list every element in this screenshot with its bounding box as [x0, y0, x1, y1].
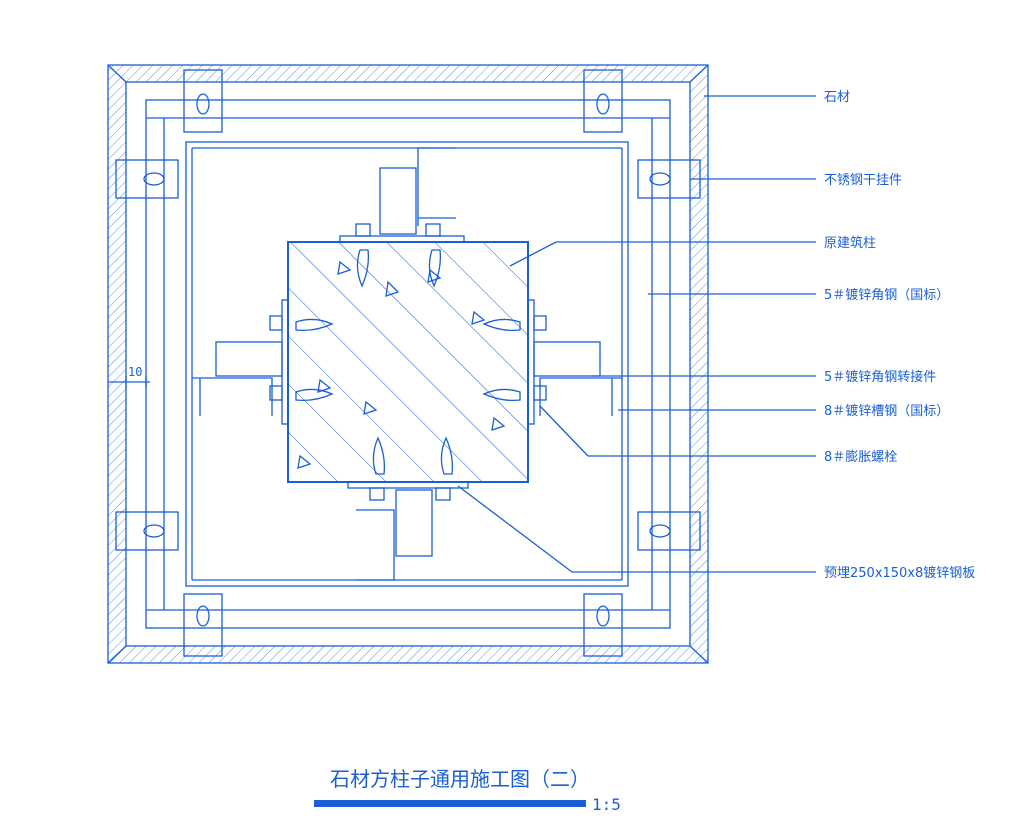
- stone-cladding: [107, 64, 709, 664]
- label-angle-connector: 5＃镀锌角钢转接件: [824, 369, 936, 385]
- channel-steel-connectors: [192, 147, 622, 581]
- label-stone: 石材: [824, 90, 850, 105]
- label-original-column: 原建筑柱: [824, 235, 876, 251]
- label-angle-steel: 5＃镀锌角钢（国标）: [824, 287, 949, 303]
- concrete-column: [287, 241, 529, 483]
- title-block: 石材方柱子通用施工图（二） 1:5: [314, 767, 621, 814]
- callout-labels: 石材 不锈钢干挂件 原建筑柱 5＃镀锌角钢（国标） 5＃镀锌角钢转接件 8＃镀锌…: [824, 90, 975, 581]
- label-expansion-bolt: 8＃膨胀螺栓: [824, 450, 897, 465]
- label-stainless-hanger: 不锈钢干挂件: [824, 173, 902, 188]
- drawing-title: 石材方柱子通用施工图（二）: [330, 767, 590, 791]
- label-channel-steel: 8＃镀锌槽钢（国标）: [824, 403, 949, 419]
- dimension-text: 10: [128, 365, 142, 379]
- stainless-hangers: [115, 69, 701, 657]
- title-underline: [314, 800, 586, 807]
- dimension-marker: 10: [108, 365, 150, 388]
- angle-steel-frame: [145, 99, 671, 629]
- leader-lines: [457, 95, 816, 573]
- drawing-scale: 1:5: [592, 795, 621, 814]
- label-embedded-plate: 预埋250x150x8镀锌钢板: [824, 565, 975, 581]
